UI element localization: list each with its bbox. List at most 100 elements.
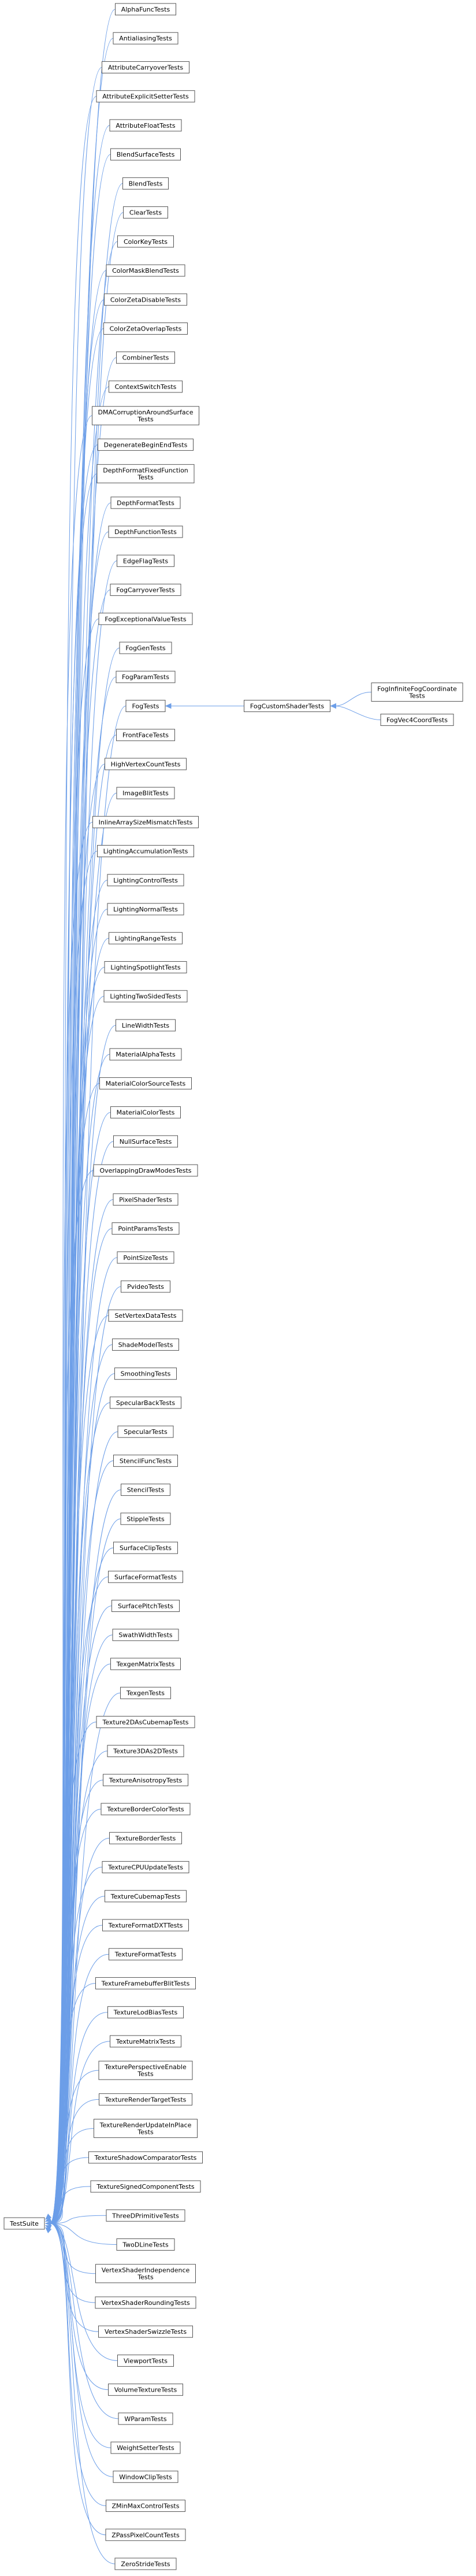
node-texgen-tests[interactable]: TexgenTests [120,1687,171,1699]
node-shade-model-tests[interactable]: ShadeModelTests [112,1338,179,1351]
node-surface-format-tests[interactable]: SurfaceFormatTests [108,1570,183,1583]
node-material-color-tests[interactable]: MaterialColorTests [110,1106,181,1119]
node-viewport-tests[interactable]: ViewportTests [117,2354,174,2367]
node-w-param-tests[interactable]: WParamTests [118,2412,173,2425]
node-surface-pitch-tests[interactable]: SurfacePitchTests [111,1600,180,1612]
node-texture-anisotropy-tests[interactable]: TextureAnisotropyTests [103,1774,188,1786]
node-weight-setter-tests[interactable]: WeightSetterTests [110,2441,181,2454]
node-texture-lod-bias-tests[interactable]: TextureLodBiasTests [107,2006,184,2019]
node-attribute-float-tests[interactable]: AttributeFloatTests [109,119,182,132]
node-lighting-control-tests[interactable]: LightingControlTests [107,874,184,887]
node-texture-signed-component-tests[interactable]: TextureSignedComponentTests [90,2180,201,2193]
node-window-clip-tests[interactable]: WindowClipTests [113,2470,178,2483]
node-texture-border-tests[interactable]: TextureBorderTests [109,1832,182,1844]
node-attribute-explicit-setter-tests[interactable]: AttributeExplicitSetterTests [96,90,195,103]
node-texgen-matrix-tests[interactable]: TexgenMatrixTests [110,1658,181,1670]
node-fog-custom-shader-tests[interactable]: FogCustomShaderTests [244,699,330,712]
node-texture3-d-as2-d-tests[interactable]: Texture3DAs2DTests [107,1745,184,1758]
node-fog-exceptional-value-tests[interactable]: FogExceptionalValueTests [98,613,193,625]
inheritance-edge [50,1982,96,2224]
node-lighting-normal-tests[interactable]: LightingNormalTests [107,903,184,916]
node-antialiasing-tests[interactable]: AntialiasingTests [113,32,178,45]
node-swath-width-tests[interactable]: SwathWidthTests [112,1629,179,1641]
node-inline-array-size-mismatch-tests[interactable]: InlineArraySizeMismatchTests [92,816,199,828]
node-two-d-line-tests[interactable]: TwoDLineTests [116,2238,175,2251]
node-lighting-range-tests[interactable]: LightingRangeTests [109,932,183,944]
node-label: TextureFramebufferBlitTests [101,1980,190,1987]
graph-nodes: TestSuite AlphaFuncTestsAntialiasingTests… [3,3,463,2570]
node-attribute-carryover-tests[interactable]: AttributeCarryoverTests [102,61,189,73]
node-null-surface-tests[interactable]: NullSurfaceTests [113,1135,178,1148]
node-texture-cubemap-tests[interactable]: TextureCubemapTests [105,1890,187,1903]
node-specular-back-tests[interactable]: SpecularBackTests [110,1396,181,1409]
node-fog-tests[interactable]: FogTests [125,699,166,712]
node-label: BlendSurfaceTests [117,151,175,158]
node-context-switch-tests[interactable]: ContextSwitchTests [109,380,183,393]
node-z-pass-pixel-count-tests[interactable]: ZPassPixelCountTests [105,2529,186,2541]
node-test-suite[interactable]: TestSuite [3,2217,45,2230]
node-edge-flag-tests[interactable]: EdgeFlagTests [117,554,174,567]
node-volume-texture-tests[interactable]: VolumeTextureTests [108,2384,183,2396]
node-point-params-tests[interactable]: PointParamsTests [111,1222,180,1235]
node-label: PointParamsTests [118,1225,173,1233]
node-color-mask-blend-tests[interactable]: ColorMaskBlendTests [106,264,185,277]
node-fog-carryover-tests[interactable]: FogCarryoverTests [110,584,181,596]
node-pixel-shader-tests[interactable]: PixelShaderTests [113,1193,178,1206]
node-texture-cpu-update-tests[interactable]: TextureCPUUpdateTests [102,1861,189,1874]
node-combiner-tests[interactable]: CombinerTests [116,351,175,364]
node-z-min-max-control-tests[interactable]: ZMinMaxControlTests [106,2500,185,2512]
node-degenerate-begin-end-tests[interactable]: DegenerateBeginEndTests [98,438,194,451]
node-lighting-spotlight-tests[interactable]: LightingSpotlightTests [104,961,187,973]
node-high-vertex-count-tests[interactable]: HighVertexCountTests [105,758,187,770]
node-lighting-two-sided-tests[interactable]: LightingTwoSidedTests [103,990,188,1003]
node-depth-function-tests[interactable]: DepthFunctionTests [108,525,183,538]
node-specular-tests[interactable]: SpecularTests [117,1425,174,1438]
node-lighting-accumulation-tests[interactable]: LightingAccumulationTests [97,845,194,858]
node-texture-border-color-tests[interactable]: TextureBorderColorTests [101,1803,191,1815]
node-front-face-tests[interactable]: FrontFaceTests [116,729,175,742]
node-texture-matrix-tests[interactable]: TextureMatrixTests [110,2035,181,2048]
node-three-d-primitive-tests[interactable]: ThreeDPrimitiveTests [106,2209,185,2222]
node-label: ZPassPixelCountTests [111,2531,180,2539]
node-fog-gen-tests[interactable]: FogGenTests [119,642,172,654]
node-smoothing-tests[interactable]: SmoothingTests [114,1367,177,1380]
node-overlapping-draw-modes-tests[interactable]: OverlappingDrawModesTests [93,1164,198,1177]
node-line-width-tests[interactable]: LineWidthTests [116,1019,176,1032]
node-depth-format-tests[interactable]: DepthFormatTests [110,496,181,509]
node-stencil-func-tests[interactable]: StencilFuncTests [113,1454,178,1467]
node-vertex-shader-swizzle-tests[interactable]: VertexShaderSwizzleTests [98,2325,193,2338]
node-material-alpha-tests[interactable]: MaterialAlphaTests [109,1048,182,1061]
node-color-zeta-overlap-tests[interactable]: ColorZetaOverlapTests [103,323,188,335]
node-texture-shadow-comparator-tests[interactable]: TextureShadowComparatorTests [88,2151,203,2164]
node-vertex-shader-rounding-tests[interactable]: VertexShaderRoundingTests [95,2296,196,2309]
node-surface-clip-tests[interactable]: SurfaceClipTests [113,1541,178,1554]
node-fog-vec4-coord-tests[interactable]: FogVec4CoordTests [380,713,454,726]
node-blend-surface-tests[interactable]: BlendSurfaceTests [110,148,181,161]
node-blend-tests[interactable]: BlendTests [122,177,169,190]
node-color-zeta-disable-tests[interactable]: ColorZetaDisableTests [104,293,187,306]
node-fog-param-tests[interactable]: FogParamTests [116,670,176,683]
node-color-key-tests[interactable]: ColorKeyTests [117,235,174,248]
node-texture-framebuffer-blit-tests[interactable]: TextureFramebufferBlitTests [95,1977,196,1989]
node-stencil-tests[interactable]: StencilTests [121,1484,170,1496]
node-image-blit-tests[interactable]: ImageBlitTests [116,787,175,799]
node-texture-format-tests[interactable]: TextureFormatTests [109,1948,183,1960]
node-stipple-tests[interactable]: StippleTests [120,1513,171,1525]
node-texture-format-dxt-tests[interactable]: TextureFormatDXTTests [102,1919,189,1932]
node-pvideo-tests[interactable]: PvideoTests [121,1280,170,1293]
node-point-size-tests[interactable]: PointSizeTests [117,1251,174,1264]
node-texture2-d-as-cubemap-tests[interactable]: Texture2DAsCubemapTests [96,1715,195,1728]
node-alpha-func-tests[interactable]: AlphaFuncTests [115,3,176,16]
node-label: SmoothingTests [121,1370,171,1378]
node-texture-render-target-tests[interactable]: TextureRenderTargetTests [99,2093,192,2106]
node-clear-tests[interactable]: ClearTests [123,206,168,219]
node-zero-stride-tests[interactable]: ZeroStrideTests [114,2558,177,2570]
node-set-vertex-data-tests[interactable]: SetVertexDataTests [108,1309,183,1322]
node-material-color-source-tests[interactable]: MaterialColorSourceTests [99,1077,192,1089]
